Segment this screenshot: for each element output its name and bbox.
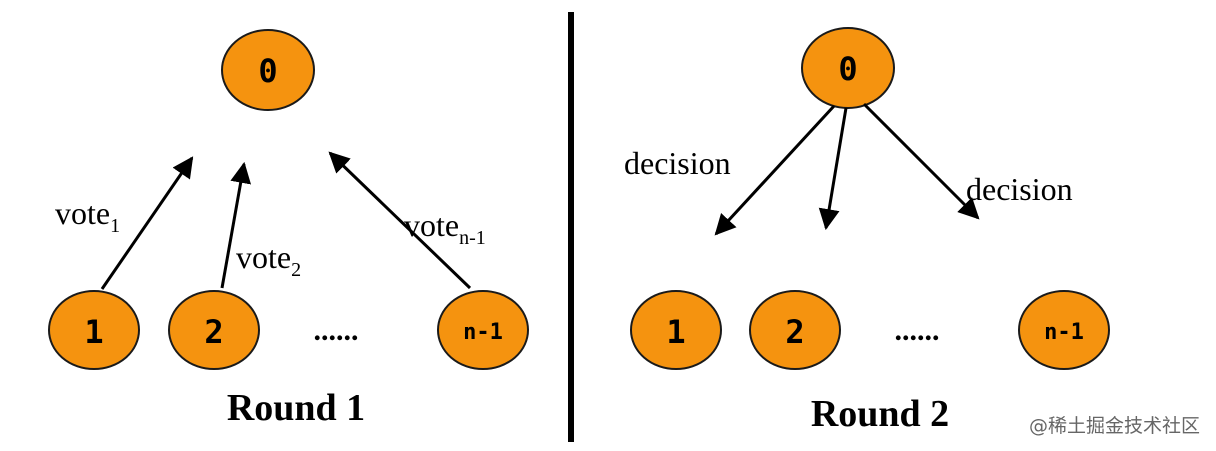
round1-arrow-vote2 [220,161,252,289]
watermark-text: @稀土掘金技术社区 [1029,415,1200,437]
round1-ellipsis: ...... [314,314,359,347]
round1-root-label: 0 [258,52,277,90]
round2-decision-left-label: decision [624,145,731,181]
round1-arrow-vote1 [100,156,194,290]
round2-root-label: 0 [838,50,857,88]
round2-node-n-1-label: n-1 [1044,320,1084,345]
round1-voten-label: voten-1 [404,207,486,249]
round2-arrow-left [714,104,836,236]
round1-node-n-1: n-1 [437,290,529,370]
round2-node-1: 1 [630,290,722,370]
round2-ellipsis: ...... [895,314,940,347]
round1-arrow-voten [328,151,472,290]
round1-node-n-1-label: n-1 [463,320,503,345]
round2-root-node: 0 [801,27,895,109]
round2-node-1-label: 1 [666,313,685,351]
round1-node-2: 2 [168,290,260,370]
round2-node-2-label: 2 [785,313,804,351]
round1-panel: 0 1 2 n-1 ...... vote1 vote2 voten-1 Rou… [48,29,529,429]
round1-node-2-label: 2 [204,313,223,351]
round1-node-1-label: 1 [84,313,103,351]
round2-node-n-1: n-1 [1018,290,1110,370]
round2-arrow-right [862,102,980,220]
round2-arrow-middle [818,107,848,231]
round2-title: Round 2 [811,393,949,435]
round1-root-node: 0 [221,29,315,111]
round1-vote1-label: vote1 [55,195,120,237]
round2-decision-right-label: decision [966,171,1073,207]
round1-node-1: 1 [48,290,140,370]
round1-vote2-label: vote2 [236,239,301,281]
round2-panel: 0 1 2 n-1 ...... decision decision Round… [624,27,1110,435]
round1-title: Round 1 [227,387,365,429]
round2-node-2: 2 [749,290,841,370]
